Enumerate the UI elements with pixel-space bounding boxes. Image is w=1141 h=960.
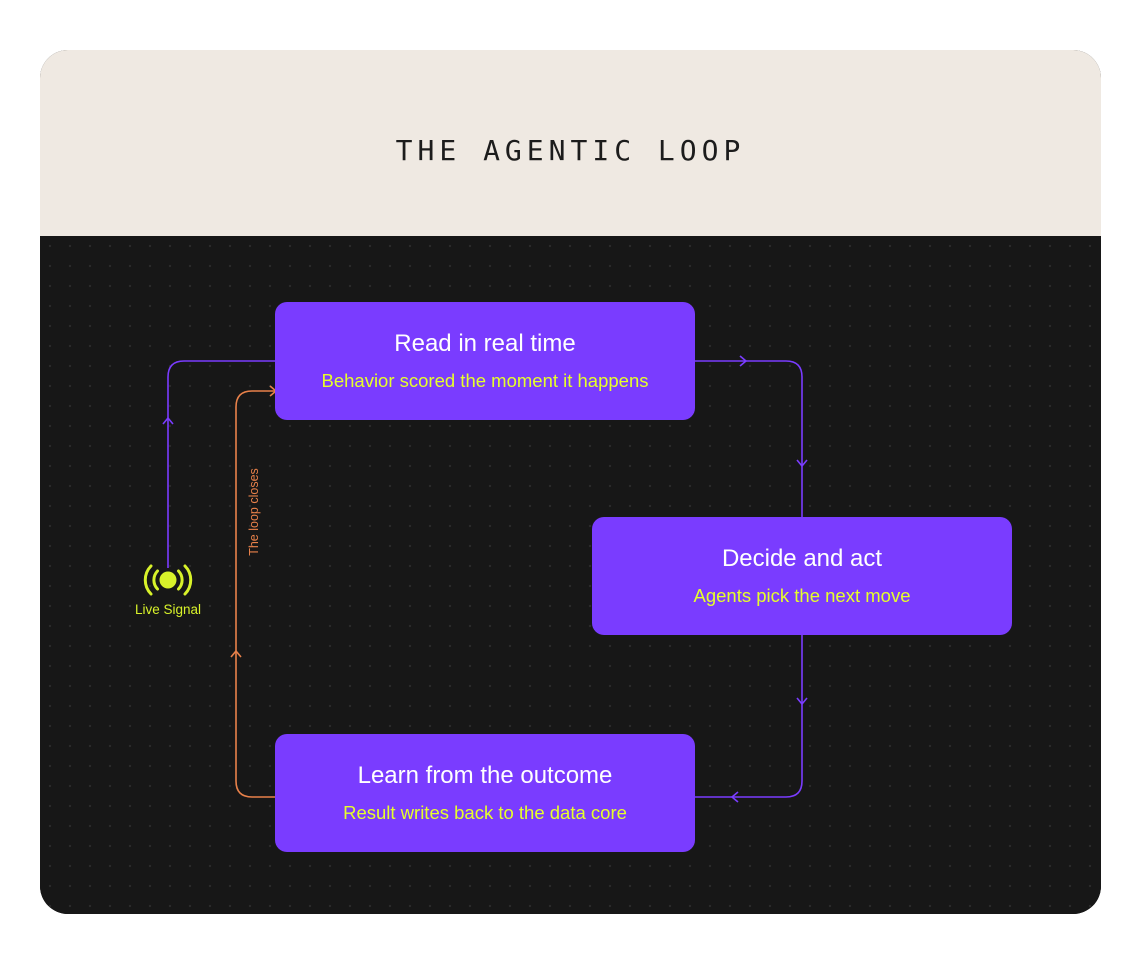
- broadcast-signal-icon: [143, 564, 193, 596]
- loop-back-line: [235, 390, 276, 798]
- page-title: THE AGENTIC LOOP: [395, 133, 746, 167]
- signal-feed-line: [167, 360, 276, 568]
- arrow-up-icon: [162, 416, 174, 425]
- node-subtitle: Behavior scored the moment it happens: [321, 370, 649, 391]
- node-subtitle: Result writes back to the data core: [343, 802, 627, 823]
- arrow-down-icon: [796, 697, 808, 706]
- node-title: Read in real time: [394, 330, 576, 357]
- arrow-down-icon: [796, 459, 808, 468]
- flow-line-decide-to-learn: [694, 634, 803, 798]
- node-title: Learn from the outcome: [357, 762, 613, 789]
- header: THE AGENTIC LOOP: [40, 50, 1101, 236]
- arrow-up-icon: [230, 649, 242, 658]
- node-title: Decide and act: [721, 545, 883, 572]
- node-read-in-real-time: Read in real time Behavior scored the mo…: [275, 302, 695, 420]
- arrow-left-icon: [730, 791, 739, 803]
- node-decide-and-act: Decide and act Agents pick the next move: [592, 517, 1012, 635]
- node-learn-from-outcome: Learn from the outcome Result writes bac…: [275, 734, 695, 852]
- live-signal-label: Live Signal: [134, 602, 202, 617]
- arrow-right-icon: [739, 355, 748, 367]
- node-subtitle: Agents pick the next move: [693, 585, 911, 606]
- flow-line-read-to-decide: [694, 360, 803, 518]
- loop-closes-label: The loop closes: [247, 468, 261, 556]
